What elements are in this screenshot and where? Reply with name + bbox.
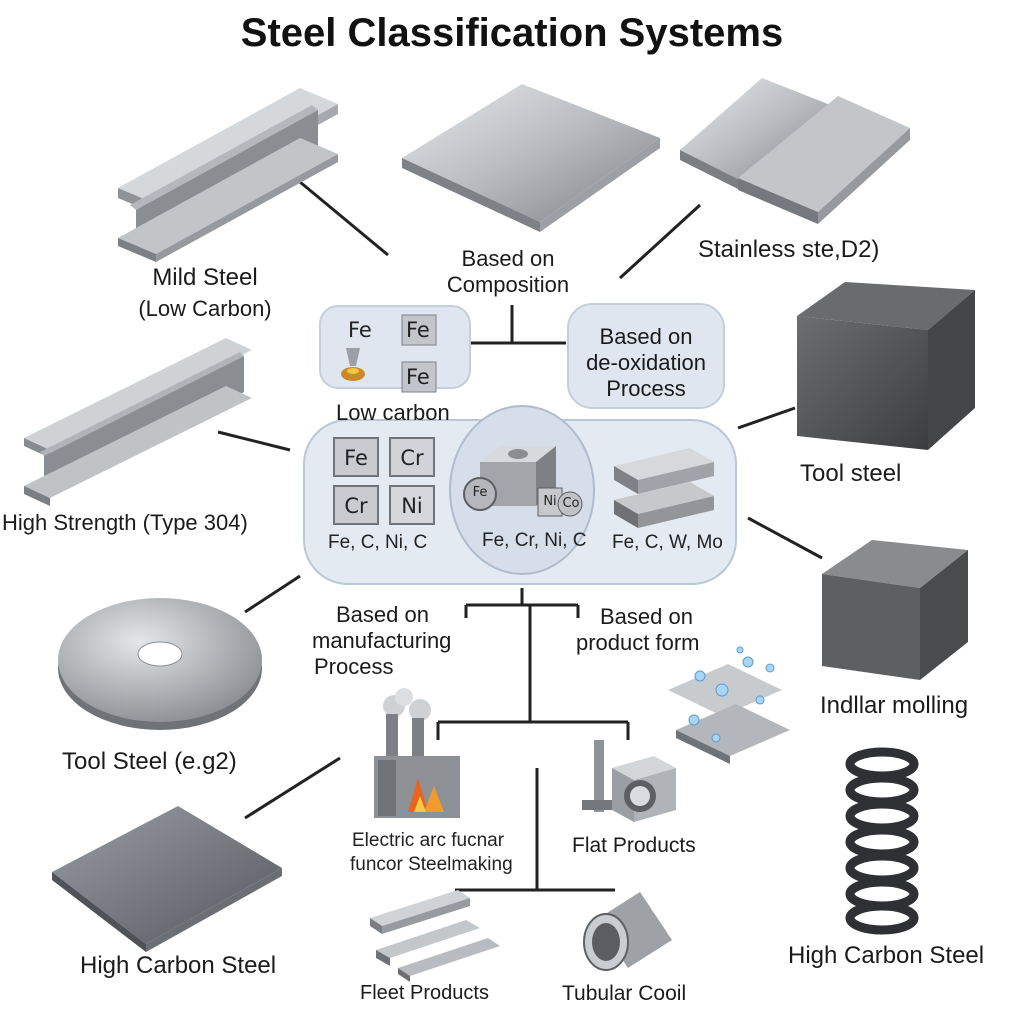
low-carbon-label: Low carbon <box>336 400 450 425</box>
category-product-form-line1: Based on <box>600 604 693 629</box>
comp-group3-caption: Fe, C, W, Mo <box>612 532 723 553</box>
comp-group1-element-1: Fe <box>344 446 368 470</box>
comp-group1-element-4: Ni <box>401 494 423 518</box>
connector-lines <box>217 180 823 892</box>
steel-plate-top <box>402 84 660 232</box>
comp-group1-caption: Fe, C, Ni, C <box>328 532 428 553</box>
flat-products-icon <box>582 740 676 822</box>
label-electric-arc-line2: funcor Steelmaking <box>350 854 513 875</box>
label-electric-arc-line1: Electric arc fucnar <box>352 830 505 851</box>
comp-group2-element-3: Co <box>562 496 580 511</box>
deoxidation-panel <box>567 303 725 409</box>
tool-steel-bars-icon <box>614 448 714 528</box>
label-tool-steel-left: Tool Steel (e.g2) <box>62 748 237 775</box>
category-deoxidation-line2: de-oxidation <box>586 350 706 375</box>
low-carbon-element-1: Fe <box>348 318 372 342</box>
label-stainless-steel: Stainless ste,D2) <box>698 236 880 263</box>
indllar-cube <box>822 540 968 680</box>
label-mild-steel-line1: Mild Steel <box>152 264 258 291</box>
element-tile-g1-cr2 <box>333 485 379 525</box>
category-manufacturing-line3: Process <box>314 654 394 679</box>
low-carbon-element-2: Fe <box>406 318 430 342</box>
comp-group2-element-1: Fe <box>472 485 488 500</box>
element-tile-fe-a <box>401 314 437 346</box>
i-beam-mild-steel <box>118 88 338 262</box>
fleet-products-icon <box>370 890 500 982</box>
steel-disc <box>58 598 262 730</box>
i-beam-high-strength <box>24 338 252 506</box>
comp-group2-caption: Fe, Cr, Ni, C <box>482 530 587 551</box>
element-tile-fe-b <box>401 361 437 393</box>
crucible-icon <box>341 348 365 381</box>
alloy-block-icon <box>463 446 583 517</box>
comp-group2-element-2: Ni <box>543 494 557 509</box>
label-fleet-products: Fleet Products <box>360 982 489 1004</box>
steel-plate-bottom <box>52 806 282 952</box>
category-deoxidation-line3: Process <box>606 376 686 401</box>
label-high-carbon-right: High Carbon Steel <box>788 942 985 969</box>
label-indllar-molling: Indllar molling <box>820 692 969 719</box>
rolling-plates-bubbles-icon <box>668 646 790 764</box>
electric-arc-furnace-icon <box>374 688 460 818</box>
tool-steel-cube <box>797 282 975 450</box>
label-high-carbon-left: High Carbon Steel <box>80 952 277 979</box>
category-manufacturing-line2: manufacturing <box>312 628 452 653</box>
comp-group1-element-2: Cr <box>400 446 424 470</box>
low-carbon-element-3: Fe <box>406 365 430 389</box>
category-manufacturing-line1: Based on <box>336 602 429 627</box>
tubular-pipe-icon <box>583 892 672 971</box>
label-mild-steel-line2: (Low Carbon) <box>138 296 272 321</box>
category-deoxidation-line1: Based on <box>599 324 693 349</box>
comp-group1-element-3: Cr <box>344 494 368 518</box>
element-tile-g1-fe <box>333 437 379 477</box>
page-title: Steel Classification Systems <box>240 11 784 55</box>
label-high-strength: High Strength (Type 304) <box>2 510 248 535</box>
element-tile-g1-cr <box>389 437 435 477</box>
stainless-steel-plates <box>680 78 910 224</box>
category-composition-line2: Composition <box>446 272 570 297</box>
element-tile-g1-ni <box>389 485 435 525</box>
label-tubular-coil: Tubular Cooil <box>562 982 687 1005</box>
category-product-form-line2: product form <box>576 630 700 655</box>
label-flat-products: Flat Products <box>572 834 696 857</box>
category-composition-line1: Based on <box>461 246 555 271</box>
coil-spring <box>845 747 919 935</box>
label-tool-steel-right: Tool steel <box>800 460 902 487</box>
